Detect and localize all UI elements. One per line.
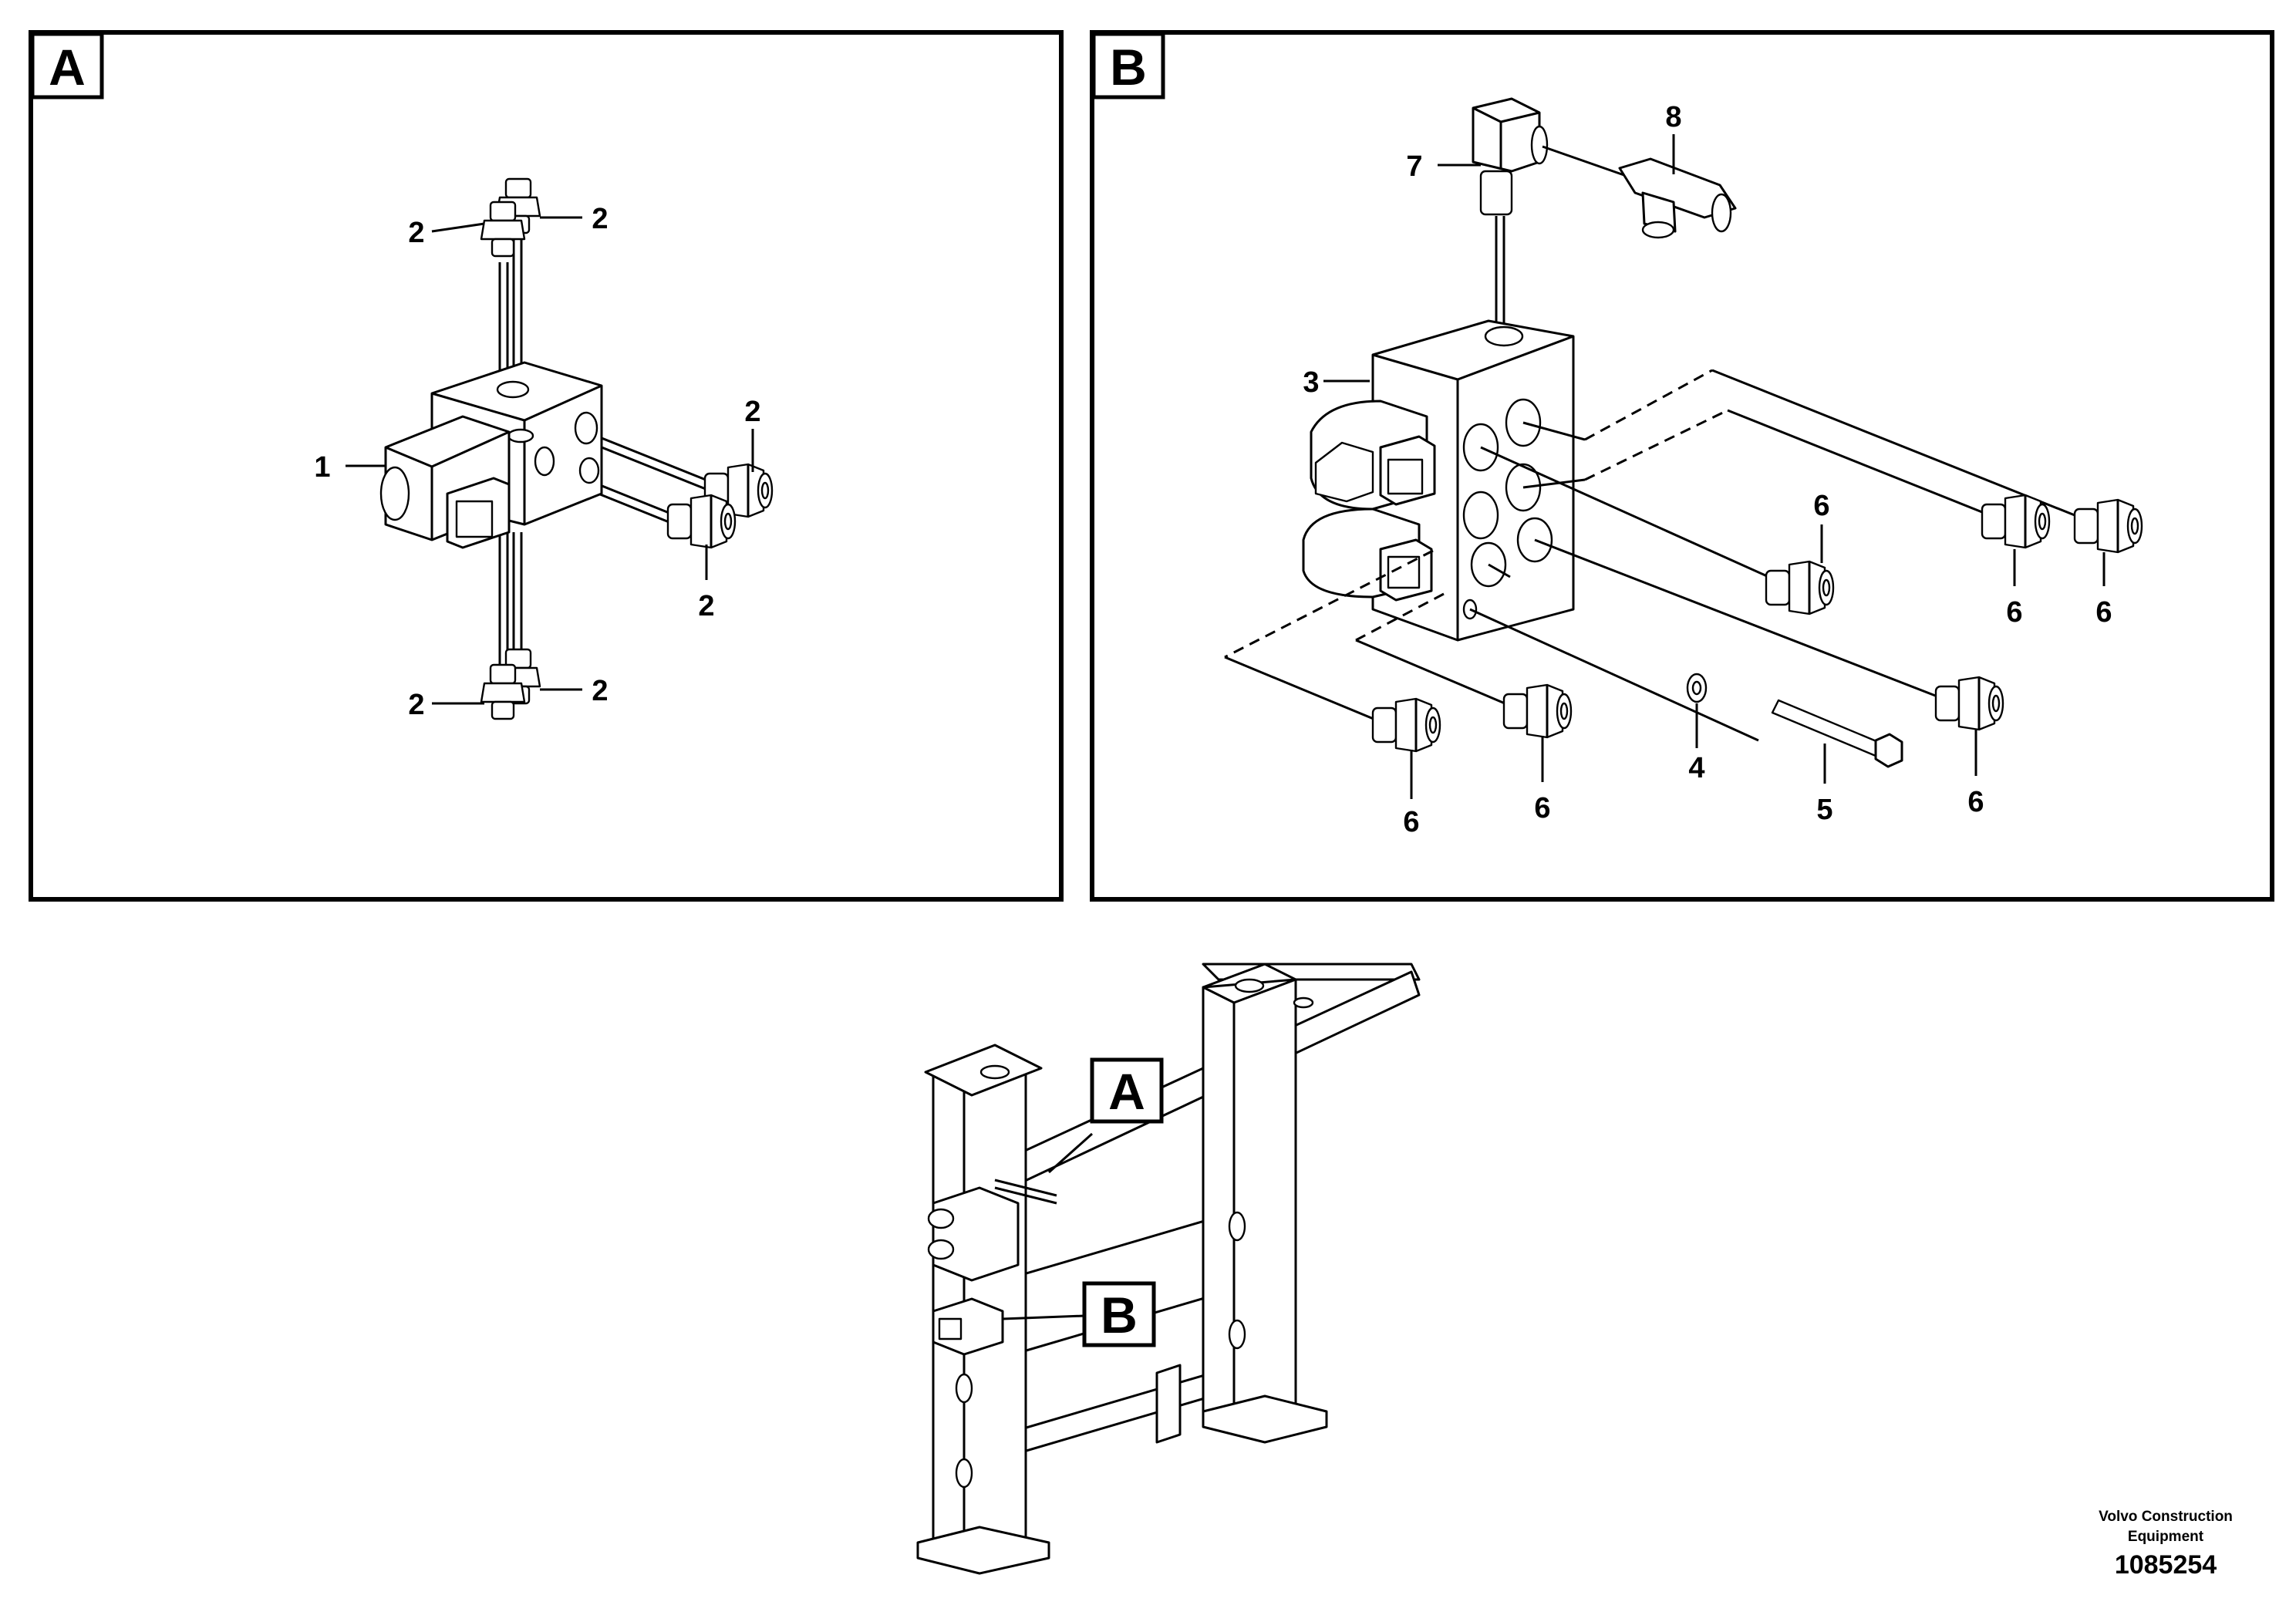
callout-3: 3 [1303,366,1319,399]
overview-valve-a [927,1179,1057,1282]
callout-1: 1 [314,451,330,484]
valve-block-main [1302,319,1575,642]
panel-b: B [1090,30,2274,902]
callout-2-side-upper: 2 [744,396,760,428]
callout-5: 5 [1816,794,1832,826]
callout-7: 7 [1406,150,1422,183]
callout-6-left-middle: 6 [1534,792,1550,824]
bolt [1771,699,1903,768]
figure-number: 1085254 [2115,1550,2217,1580]
callout-6-right-middle: 6 [2006,596,2022,629]
panel-a-pipes [498,201,718,679]
panel-a-valve-block [379,361,603,549]
callout-2-bottom-left: 2 [408,689,424,721]
callout-2-side-lower: 2 [698,590,714,622]
overview-valve-b [932,1297,1004,1356]
company-name-line1: Volvo Construction [2099,1509,2233,1525]
elbow-fitting [1472,97,1636,324]
callout-2-top-left: 2 [408,217,424,249]
callout-4: 4 [1688,752,1704,784]
company-name-line2: Equipment [2128,1529,2204,1545]
panel-b-leaders [1323,134,2106,799]
callout-6-center: 6 [1813,490,1829,522]
panel-a-tag: A [49,39,86,96]
callout-2-top-right: 2 [592,203,608,235]
panel-b-tag: B [1110,39,1147,96]
panel-b-dashed-guides [1224,369,1728,659]
callout-6-right-top: 6 [2095,596,2112,629]
washer [1686,673,1708,703]
panel-b-guide-lines [1224,369,2099,742]
overview-tag-a: A [1108,1063,1145,1120]
overview-tag-b: B [1101,1286,1138,1344]
callout-8: 8 [1665,101,1681,133]
footer: Volvo Construction Equipment 1085254 [2099,1509,2233,1580]
callout-6-left: 6 [1403,806,1419,838]
callout-2-bottom-right: 2 [592,675,608,707]
tee-fitting [1618,157,1737,239]
panel-a-leaders [346,216,754,705]
callout-6-right-bottom: 6 [1967,786,1984,818]
overview-frame: A B [916,963,1421,1575]
panel-a: A [29,30,1064,902]
